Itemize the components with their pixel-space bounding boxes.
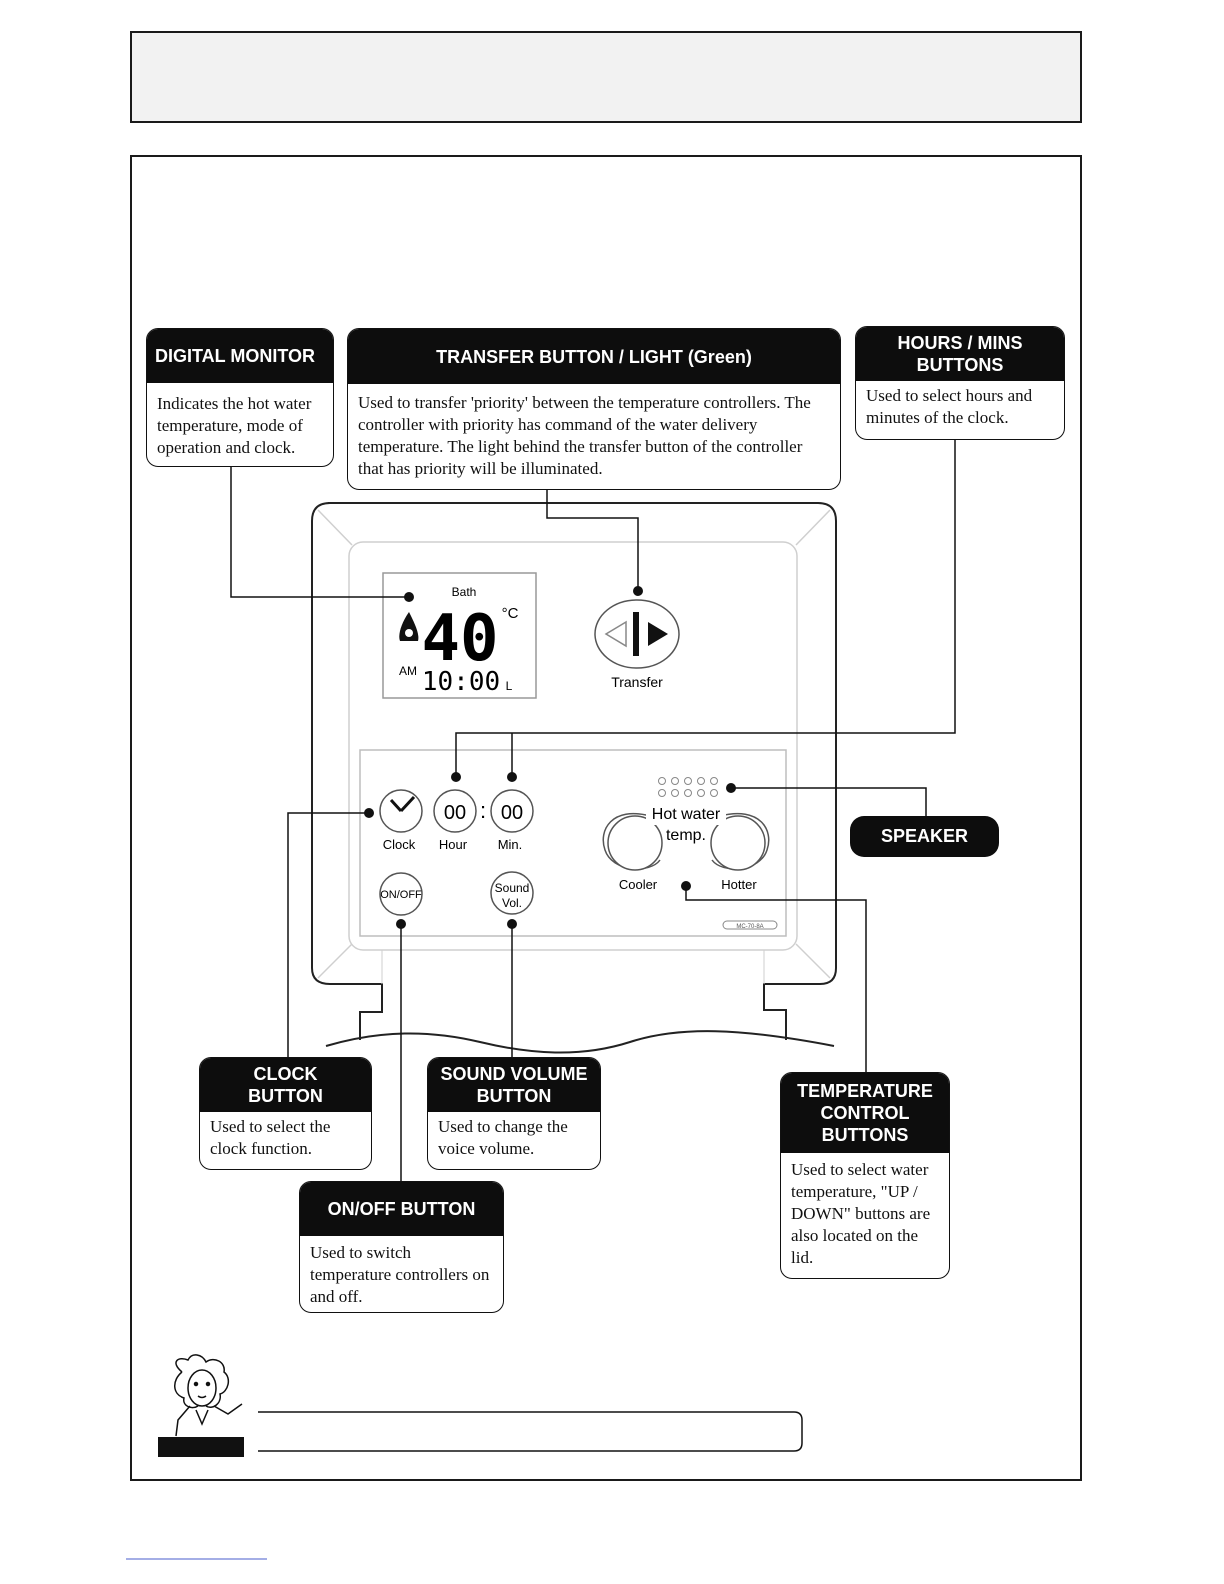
transfer-left-arrow-icon	[604, 620, 627, 648]
clock-hand-icon	[389, 798, 403, 813]
min-button[interactable]: 00	[490, 789, 534, 833]
temperature-control-title: TEMPERATURE CONTROL BUTTONS	[781, 1073, 949, 1153]
transfer-text: Used to transfer 'priority' between the …	[358, 393, 811, 478]
clock-button-text: Used to select the clock function.	[210, 1117, 331, 1158]
digital-monitor-text: Indicates the hot water temperature, mod…	[157, 394, 312, 457]
display-suffix: L	[506, 679, 513, 693]
main-frame	[130, 155, 1082, 1481]
leader-lines	[230, 440, 956, 1183]
display-clock: 10:00	[422, 667, 500, 697]
hour-label: Hour	[439, 837, 468, 852]
hours-mins-title: HOURS / MINS BUTTONS	[856, 327, 1064, 381]
digital-monitor-callout: DIGITAL MONITOR Indicates the hot water …	[146, 328, 334, 467]
hot-water-label-2: temp.	[666, 827, 706, 844]
display-mode-label: Bath	[452, 585, 477, 599]
cooler-label: Cooler	[619, 877, 658, 892]
transfer-title: TRANSFER BUTTON / LIGHT (Green)	[348, 329, 840, 384]
sound-volume-callout: SOUND VOLUME BUTTON Used to change the v…	[427, 1057, 601, 1170]
temperature-control-buttons: Hot water temp.	[602, 803, 770, 871]
min-label: Min.	[498, 837, 523, 852]
sound-volume-text: Used to change the voice volume.	[438, 1117, 568, 1158]
speaker-grille-icon	[658, 777, 718, 797]
hotter-label: Hotter	[721, 877, 757, 892]
cooler-button[interactable]	[607, 815, 663, 871]
clock-colon: :	[480, 798, 486, 823]
hotter-button[interactable]	[710, 815, 766, 871]
onoff-button[interactable]: ON/OFF	[379, 872, 423, 916]
transfer-label: Transfer	[611, 674, 663, 690]
onoff-callout: ON/OFF BUTTON Used to switch temperature…	[299, 1181, 504, 1313]
clock-button-title: CLOCK BUTTON	[200, 1058, 371, 1112]
sound-label-2: Vol.	[502, 896, 522, 910]
min-value: 00	[501, 802, 523, 824]
hours-mins-callout: HOURS / MINS BUTTONS Used to select hour…	[855, 326, 1065, 440]
hour-value: 00	[444, 802, 466, 824]
controller-body	[311, 502, 837, 1054]
mascot-plinth	[158, 1437, 244, 1457]
header-frame	[130, 31, 1082, 123]
transfer-button[interactable]	[594, 599, 680, 669]
digital-monitor-title: DIGITAL MONITOR	[147, 329, 333, 383]
display-temperature: 40	[421, 602, 498, 676]
mascot-illustration	[174, 1354, 243, 1437]
temperature-control-text: Used to select water temperature, "UP / …	[791, 1160, 931, 1267]
onoff-title: ON/OFF BUTTON	[300, 1182, 503, 1236]
hot-water-label-1: Hot water	[652, 806, 721, 823]
sound-volume-title: SOUND VOLUME BUTTON	[428, 1058, 600, 1112]
sound-volume-button[interactable]: Sound Vol.	[490, 871, 534, 915]
speaker-callout: SPEAKER	[850, 816, 999, 857]
digital-monitor-display: Bath 40 °C AM 10:00 L	[382, 572, 537, 699]
clock-button[interactable]	[379, 789, 423, 833]
transfer-callout: TRANSFER BUTTON / LIGHT (Green) Used to …	[347, 328, 841, 490]
clock-button-callout: CLOCK BUTTON Used to select the clock fu…	[199, 1057, 372, 1170]
leader-dots	[364, 586, 736, 929]
display-ampm: AM	[399, 664, 417, 678]
transfer-right-arrow-icon	[648, 622, 668, 646]
clock-label: Clock	[383, 837, 416, 852]
flame-icon	[399, 612, 419, 641]
hours-mins-text: Used to select hours and minutes of the …	[866, 386, 1033, 427]
display-unit: °C	[502, 605, 519, 622]
onoff-label: ON/OFF	[380, 889, 422, 901]
sound-label-1: Sound	[495, 881, 530, 895]
note-bar	[258, 1411, 803, 1452]
temperature-control-callout: TEMPERATURE CONTROL BUTTONS Used to sele…	[780, 1072, 950, 1279]
model-label: MC-70-8A	[736, 924, 763, 930]
onoff-text: Used to switch temperature controllers o…	[310, 1243, 490, 1306]
hour-button[interactable]: 00	[433, 789, 477, 833]
